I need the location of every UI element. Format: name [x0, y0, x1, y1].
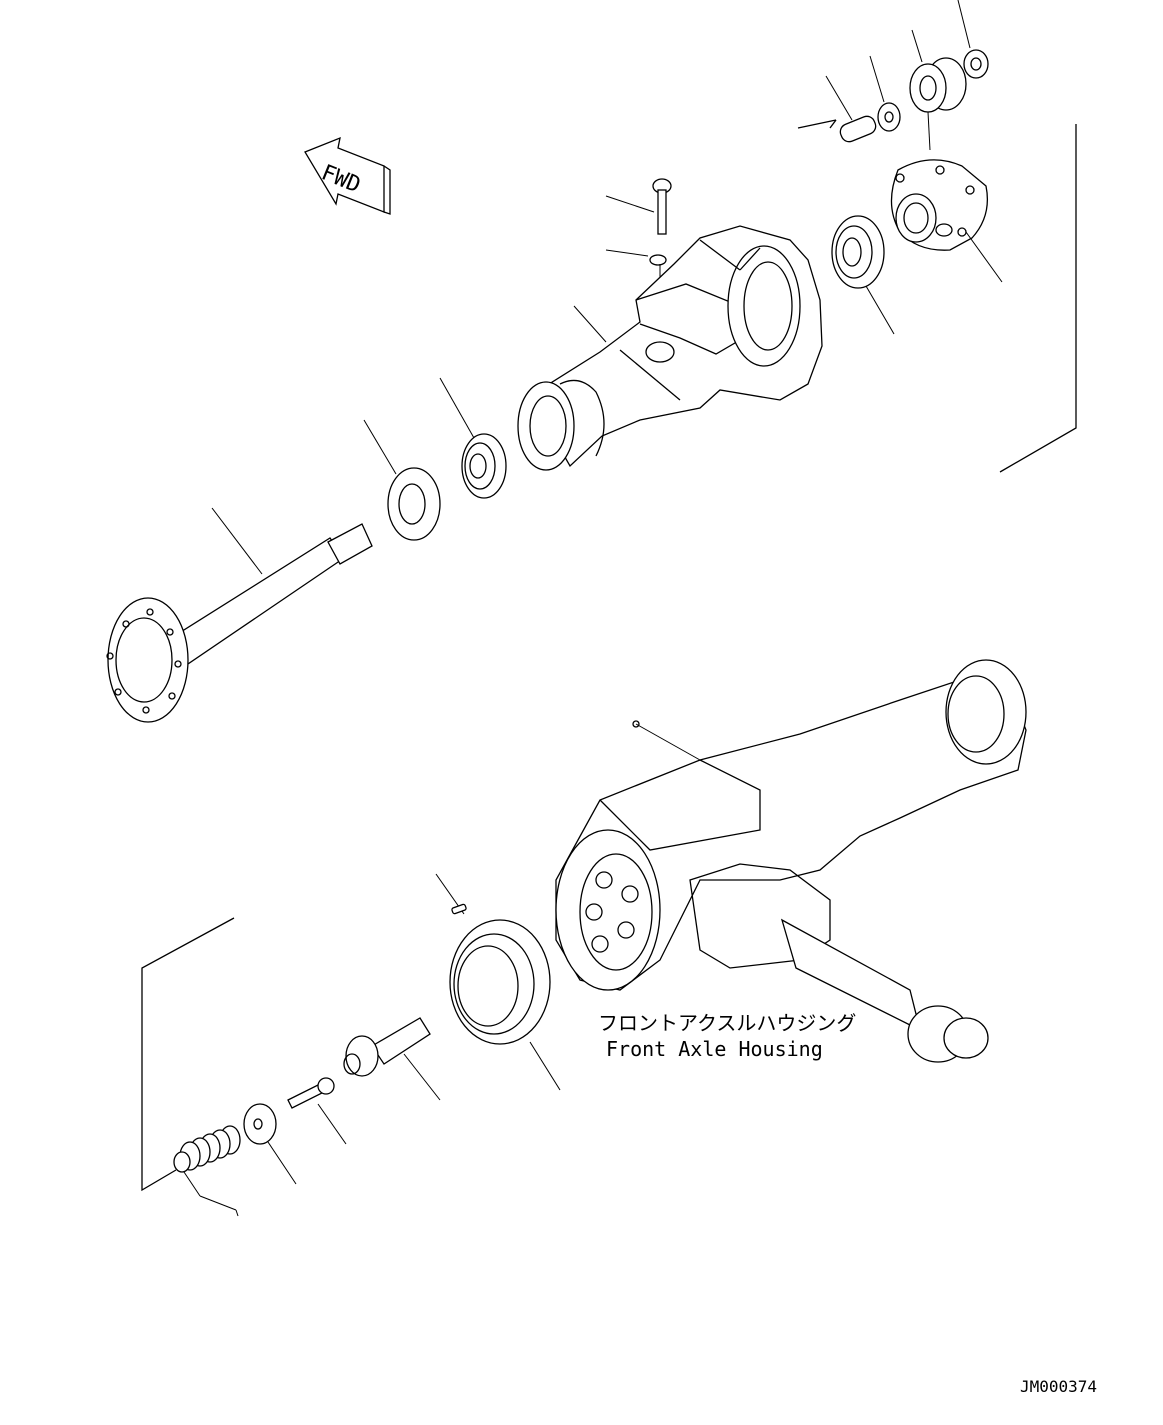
- spring-pin-part: [451, 903, 467, 915]
- seal-ring-part: [363, 419, 441, 541]
- ring-gear-part: [435, 873, 561, 1091]
- inner-bearing-part: [831, 215, 895, 335]
- assembly-caption-jp: フロントアクスルハウジング: [598, 1011, 856, 1035]
- assembled-axle-housing: フロントアクスルハウジング Front Axle Housing: [555, 659, 1027, 1063]
- small-nut-part: [869, 55, 901, 132]
- axle-housing-part: [517, 225, 823, 471]
- upper-bearing-part: [909, 29, 967, 151]
- top-nut-part: [957, 0, 989, 79]
- upper-group-bracket: [999, 124, 1077, 473]
- lower-group-bracket: [141, 917, 235, 1192]
- pinion-shaft-part: [343, 1017, 441, 1101]
- fwd-direction-arrow: FWD: [304, 136, 391, 215]
- washer-part: [243, 1103, 297, 1185]
- outer-bearing-part: [439, 377, 507, 499]
- axle-shaft-part: [106, 507, 373, 723]
- differential-carrier-part: [890, 159, 1003, 283]
- drawing-number: JM000374: [1020, 1377, 1097, 1396]
- pin-part: [797, 75, 877, 143]
- assembly-caption-en: Front Axle Housing: [606, 1037, 823, 1061]
- shim-stack-part: [173, 1125, 241, 1217]
- bolt-part: [287, 1077, 347, 1145]
